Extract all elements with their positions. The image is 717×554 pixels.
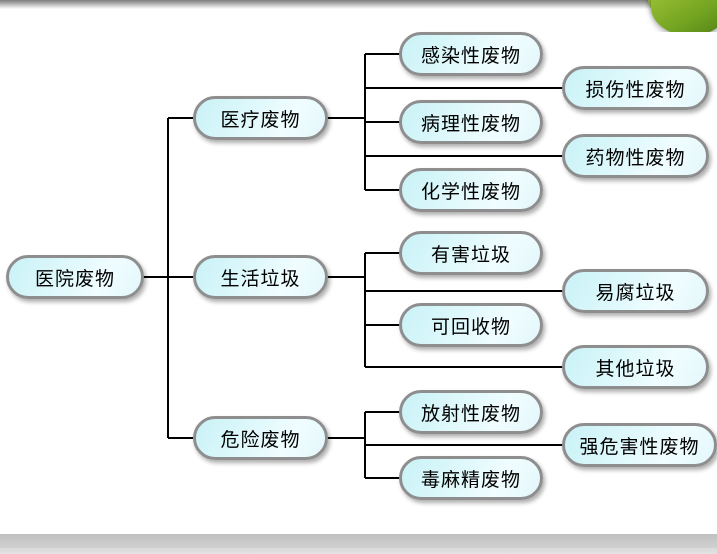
node-label: 危险废物 (220, 428, 301, 451)
node-label: 损伤性废物 (585, 78, 686, 101)
node-root[interactable]: 医院废物 (6, 255, 144, 299)
node-label: 药物性废物 (585, 146, 686, 169)
node-branch-domestic-waste[interactable]: 生活垃圾 (193, 255, 328, 299)
node-label: 易腐垃圾 (595, 281, 676, 304)
node-leaf-other-trash[interactable]: 其他垃圾 (562, 345, 709, 389)
node-leaf-infectious-waste[interactable]: 感染性废物 (399, 32, 543, 76)
node-label: 感染性废物 (420, 44, 521, 67)
node-branch-medical-waste[interactable]: 医疗废物 (193, 96, 328, 140)
node-leaf-sharps-waste[interactable]: 损伤性废物 (562, 66, 709, 110)
node-label: 病理性废物 (420, 112, 521, 135)
node-label: 医院废物 (34, 267, 115, 290)
node-leaf-narcotic-psychotropic-waste[interactable]: 毒麻精废物 (399, 456, 543, 500)
top-gradient-band (0, 0, 717, 9)
bottom-footer-band (0, 534, 717, 548)
node-label: 可回收物 (430, 315, 511, 338)
node-label: 强危害性废物 (579, 435, 700, 458)
node-label: 放射性废物 (420, 402, 521, 425)
green-leaf-bowl-icon (641, 0, 717, 32)
node-leaf-chemical-waste[interactable]: 化学性废物 (399, 168, 543, 212)
node-leaf-recyclable-trash[interactable]: 可回收物 (399, 303, 543, 347)
node-leaf-pharmaceutical-waste[interactable]: 药物性废物 (562, 134, 709, 178)
node-label: 医疗废物 (220, 108, 301, 131)
node-label: 毒麻精废物 (420, 468, 521, 491)
node-leaf-perishable-trash[interactable]: 易腐垃圾 (562, 269, 709, 313)
node-leaf-harmful-trash[interactable]: 有害垃圾 (399, 231, 543, 275)
node-branch-hazardous-waste[interactable]: 危险废物 (193, 416, 328, 460)
node-leaf-pathological-waste[interactable]: 病理性废物 (399, 100, 543, 144)
leaf-bowl-lower (651, 0, 717, 32)
node-label: 有害垃圾 (430, 243, 511, 266)
node-leaf-radioactive-waste[interactable]: 放射性废物 (399, 390, 543, 434)
node-leaf-highly-hazardous-waste[interactable]: 强危害性废物 (562, 423, 717, 467)
bottom-footer-band-lower (0, 548, 717, 554)
node-label: 生活垃圾 (220, 267, 301, 290)
node-label: 其他垃圾 (595, 357, 676, 380)
node-label: 化学性废物 (420, 180, 521, 203)
